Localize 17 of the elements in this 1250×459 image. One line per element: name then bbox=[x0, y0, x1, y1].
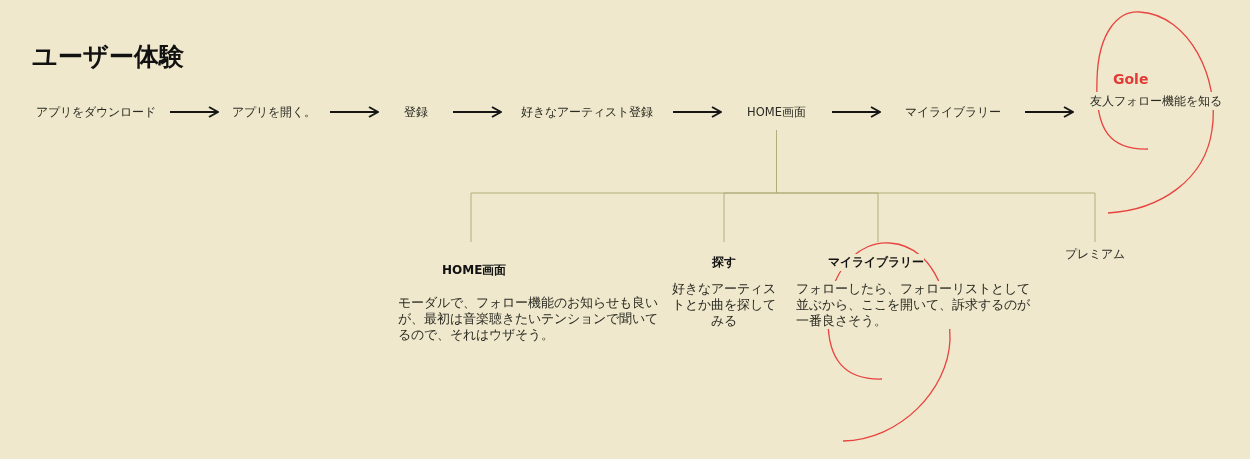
step-label: HOME画面 bbox=[746, 104, 807, 121]
step-label: プレミアム bbox=[1064, 246, 1126, 263]
connector-line bbox=[452, 106, 502, 118]
diagram-title: ユーザー体験 bbox=[32, 41, 184, 73]
connector-line bbox=[831, 106, 881, 118]
step-label: 登録 bbox=[402, 104, 429, 121]
connector-line bbox=[672, 106, 722, 118]
connector-line bbox=[329, 106, 379, 118]
goal-heading: Gole bbox=[1112, 70, 1149, 89]
goal-label: 友人フォロー機能を知る bbox=[1090, 92, 1222, 110]
connector-line bbox=[169, 106, 219, 118]
step-label: マイライブラリー bbox=[903, 104, 1002, 121]
step-label: 好きなアーティスト登録 bbox=[520, 104, 654, 121]
step-label: アプリを開く。 bbox=[231, 104, 317, 121]
connector-line bbox=[1024, 106, 1074, 118]
step-label: アプリをダウンロード bbox=[35, 104, 157, 121]
section-heading: 探す bbox=[712, 254, 736, 271]
